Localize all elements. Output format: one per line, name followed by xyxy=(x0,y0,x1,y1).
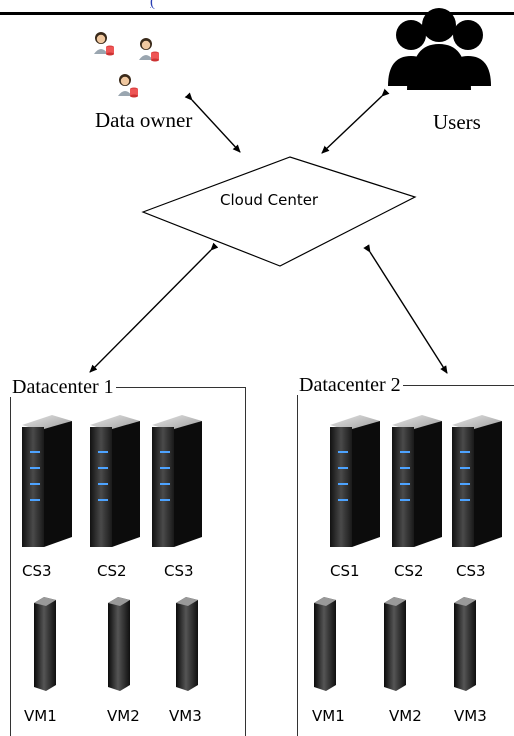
dc1-vm-label-3: VM3 xyxy=(169,707,202,725)
datacenter2-box xyxy=(297,385,514,736)
datacenter2-servers xyxy=(330,415,502,547)
top-header: ( xyxy=(0,0,514,15)
dc2-server-label-3: CS3 xyxy=(456,562,486,580)
datacenter1-title: Datacenter 1 xyxy=(10,376,116,398)
dc2-vm-label-2: VM2 xyxy=(389,707,422,725)
dc2-server-label-2: CS2 xyxy=(394,562,424,580)
data-owner-label: Data owner xyxy=(95,108,193,132)
header-rule xyxy=(0,12,514,15)
dc1-server-label-3: CS3 xyxy=(164,562,194,580)
cloud-center-label: Cloud Center xyxy=(220,191,319,209)
arrow-cloud-datacenter2 xyxy=(363,244,448,374)
dc1-vm-label-1: VM1 xyxy=(24,707,57,725)
dc2-server-label-1: CS1 xyxy=(330,562,360,580)
dc1-vm-label-2: VM2 xyxy=(107,707,140,725)
users-label: Users xyxy=(433,110,481,134)
dc2-vm-label-3: VM3 xyxy=(454,707,487,725)
cloud-center-shape xyxy=(141,156,417,267)
arrow-cloud-datacenter1 xyxy=(89,242,219,373)
datacenter1-servers xyxy=(22,415,202,547)
datacenter1-vms xyxy=(34,597,198,691)
arrow-dataowner-cloud xyxy=(184,92,241,153)
dc1-server-label-1: CS3 xyxy=(22,562,52,580)
users-icon xyxy=(388,8,491,90)
dc2-vm-label-1: VM1 xyxy=(312,707,345,725)
datacenter2-title: Datacenter 2 xyxy=(297,374,403,396)
datacenter2-vms xyxy=(314,597,476,691)
header-link[interactable]: ( xyxy=(150,0,155,10)
datacenter1-box xyxy=(10,387,246,736)
data-owner-icon xyxy=(94,32,159,98)
dc1-server-label-2: CS2 xyxy=(97,562,127,580)
arrow-users-cloud xyxy=(321,88,390,154)
